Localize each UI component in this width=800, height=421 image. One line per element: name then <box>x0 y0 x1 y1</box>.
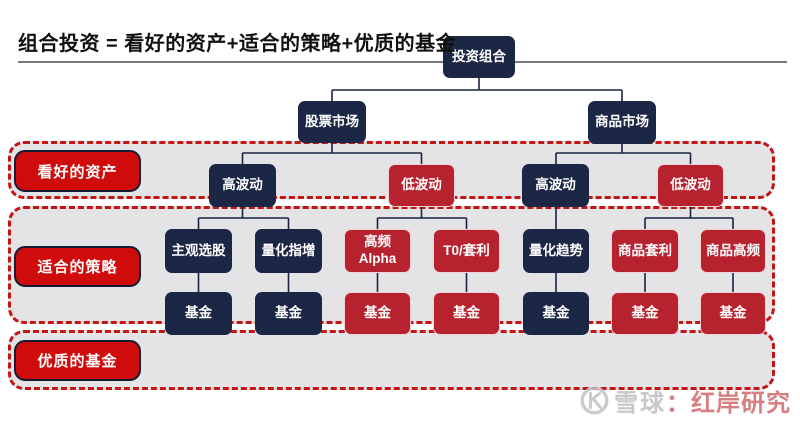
watermark-author: 红岸研究 <box>691 389 791 417</box>
node-fund-6: 基金 <box>611 292 679 335</box>
node-strategy-commodity-arbitrage: 商品套利 <box>611 229 679 273</box>
node-commodity-high-vol: 高波动 <box>522 164 589 207</box>
page-title: 组合投资 = 看好的资产+适合的策略+优质的基金 <box>18 33 457 55</box>
watermark-separator: ： <box>666 389 691 417</box>
node-strategy-stock-picking: 主观选股 <box>165 229 232 273</box>
node-fund-7: 基金 <box>700 292 766 335</box>
node-strategy-quant-enhanced: 量化指增 <box>255 229 322 273</box>
node-fund-2: 基金 <box>255 292 322 335</box>
node-portfolio: 投资组合 <box>443 36 515 78</box>
node-fund-4: 基金 <box>433 292 500 335</box>
node-strategy-quant-trend: 量化趋势 <box>523 229 589 273</box>
node-fund-5: 基金 <box>523 292 589 335</box>
node-strategy-t0-arbitrage: T0/套利 <box>433 229 500 273</box>
watermark: 雪球：红岸研究 <box>579 383 791 417</box>
snowball-icon <box>580 385 609 415</box>
node-strategy-hf-alpha: 高频 Alpha <box>344 229 411 273</box>
node-stock-high-vol: 高波动 <box>209 164 276 207</box>
node-commodity-market: 商品市场 <box>588 101 656 144</box>
row-label-strategies: 适合的策略 <box>14 246 141 287</box>
watermark-site: 雪球 <box>614 389 666 417</box>
node-stock-market: 股票市场 <box>298 101 366 143</box>
node-commodity-low-vol: 低波动 <box>657 164 724 207</box>
node-stock-low-vol: 低波动 <box>388 164 455 207</box>
node-strategy-commodity-hf: 商品高频 <box>700 229 766 273</box>
row-label-assets: 看好的资产 <box>14 150 141 192</box>
row-label-funds: 优质的基金 <box>14 340 141 381</box>
node-fund-3: 基金 <box>344 292 411 335</box>
node-fund-1: 基金 <box>165 292 232 335</box>
